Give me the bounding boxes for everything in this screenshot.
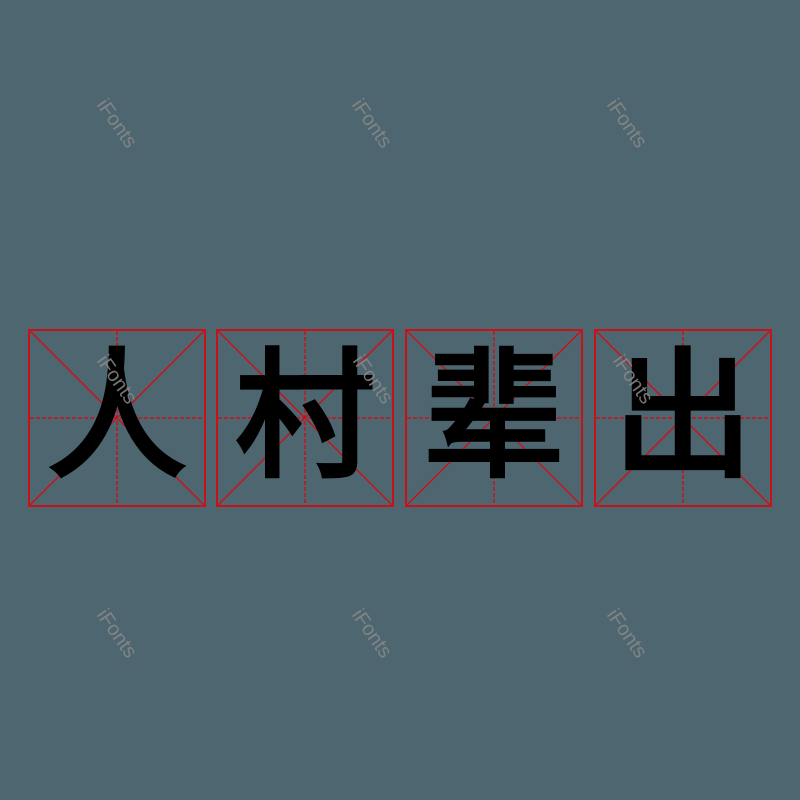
grid-lines-icon — [30, 331, 204, 505]
character-glyph: 人 — [46, 336, 187, 499]
grid-lines-icon — [596, 331, 770, 505]
grid-lines-icon — [218, 331, 392, 505]
character-glyph: 辈 — [423, 336, 564, 499]
character-box-2: 村 iFonts — [216, 329, 397, 507]
watermark: iFonts — [91, 605, 142, 663]
watermark: iFonts — [91, 95, 142, 153]
watermark: iFonts — [601, 95, 652, 153]
character-box-3: 辈 — [405, 329, 583, 507]
watermark: iFonts — [346, 605, 397, 663]
character-glyph: 村 — [234, 336, 375, 499]
grid-lines-icon — [407, 331, 581, 505]
watermark: iFonts — [346, 95, 397, 153]
character-box-4: 出 iFonts — [594, 329, 772, 507]
character-box-1: 人 iFonts — [28, 329, 206, 507]
watermark: iFonts — [601, 605, 652, 663]
character-glyph: 出 — [612, 336, 753, 499]
